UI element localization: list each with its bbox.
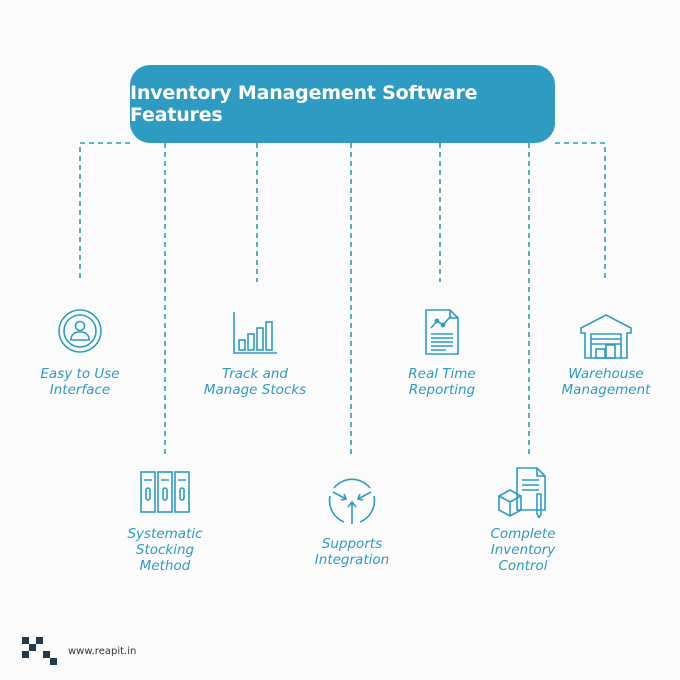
integration-icon — [328, 478, 376, 524]
inventory-control-icon — [498, 467, 546, 518]
page-title: Inventory Management Software Features — [130, 82, 478, 126]
feature-label: Easy to Use Interface — [40, 366, 120, 398]
title-box: Inventory Management Software Features — [130, 65, 555, 143]
user-circle-icon — [58, 309, 102, 353]
feature-inventory-control: Complete Inventory Control — [448, 466, 598, 574]
feature-real-time-reporting: Real Time Reporting — [367, 308, 517, 398]
warehouse-icon — [580, 314, 632, 359]
feature-track-stocks: Track and Manage Stocks — [180, 310, 330, 398]
feature-supports-integration: Supports Integration — [277, 474, 427, 568]
feature-warehouse: Warehouse Management — [531, 312, 680, 398]
bar-chart-icon — [233, 312, 277, 354]
feature-systematic-stocking: Systematic Stocking Method — [90, 470, 240, 574]
feature-label: Complete Inventory Control — [490, 526, 556, 574]
footer-url: www.reapit.in — [68, 646, 137, 657]
feature-label: Real Time Reporting — [408, 366, 476, 398]
feature-label: Track and Manage Stocks — [203, 366, 307, 398]
report-icon — [425, 309, 459, 355]
feature-easy-to-use: Easy to Use Interface — [5, 308, 155, 398]
feature-label: Systematic Stocking Method — [127, 526, 203, 574]
reapit-logo-icon — [22, 637, 57, 665]
feature-label: Warehouse Management — [561, 366, 651, 398]
feature-label: Supports Integration — [314, 536, 390, 568]
binders-icon — [140, 471, 190, 513]
